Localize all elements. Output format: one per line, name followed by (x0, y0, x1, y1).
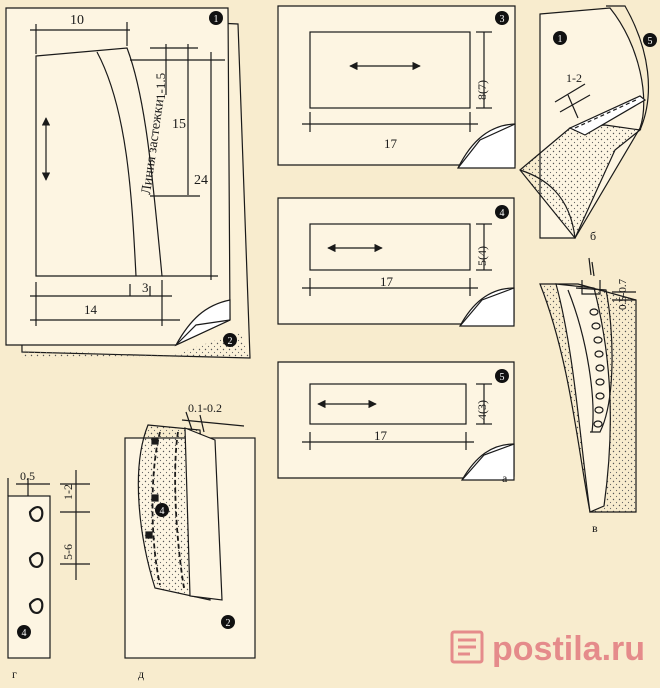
figure-label-a: а (502, 471, 508, 485)
panel5-width: 17 (374, 428, 388, 443)
panel-g-spacing: 5-6 (61, 544, 75, 560)
dim-long: 24 (194, 173, 208, 188)
marker-2-top: 2 (228, 336, 233, 347)
panel-v-offset: 0.5-0.7 (617, 278, 629, 310)
marker-5: 5 (500, 372, 505, 383)
marker-2-d: 2 (226, 618, 231, 629)
side-labels: 1-2 0.5-0.7 0.5 1-2 5-6 0.1-0.2 (20, 71, 629, 560)
number-markers: 1 2 3 4 5 1 5 4 4 2 (17, 11, 657, 639)
panel-b (519, 5, 649, 240)
marker-3: 3 (500, 14, 505, 25)
panel-v (539, 257, 637, 513)
panel-skirt-pattern (5, 7, 251, 359)
panel-b-overlap: 1-2 (566, 71, 582, 85)
marker-4-g: 4 (22, 628, 27, 639)
panel-g-edge: 0.5 (20, 469, 35, 483)
panel345-labels: 17 8(7) 17 5(4) 17 4(3) (374, 80, 489, 443)
panel-g-top-gap: 1-2 (61, 484, 75, 500)
figure-label-b: б (590, 229, 596, 243)
marker-1-b: 1 (558, 34, 563, 45)
dim-upper: 1-1.5 (153, 73, 168, 100)
panel-3 (277, 5, 516, 169)
panel-4 (277, 197, 515, 327)
dim-top: 10 (70, 13, 84, 28)
watermark-text: postila.ru (492, 630, 645, 668)
figure-label-d: д (138, 667, 144, 681)
dim-small: 3 (142, 280, 149, 295)
marker-5-b: 5 (648, 36, 653, 47)
panel-d (124, 411, 256, 659)
marker-4: 4 (500, 208, 505, 219)
panel3-width: 17 (384, 136, 398, 151)
panel4-height: 5(4) (475, 246, 489, 266)
watermark: postila.ru (450, 630, 645, 668)
panel3-height: 8(7) (475, 80, 489, 100)
panel-d-stitch: 0.1-0.2 (188, 401, 222, 415)
figure-label-v: в (592, 521, 598, 535)
panel-5 (277, 361, 515, 481)
figure-label-g: г (12, 667, 17, 681)
panel5-height: 4(3) (475, 400, 489, 420)
figure-letters: а б в г д (12, 229, 598, 681)
dim-mid: 15 (172, 117, 186, 132)
panel-v-holes (589, 308, 605, 428)
dim-bottom: 14 (84, 302, 98, 317)
panel4-width: 17 (380, 274, 394, 289)
marker-1-top: 1 (214, 14, 219, 25)
marker-4-d: 4 (160, 506, 165, 517)
